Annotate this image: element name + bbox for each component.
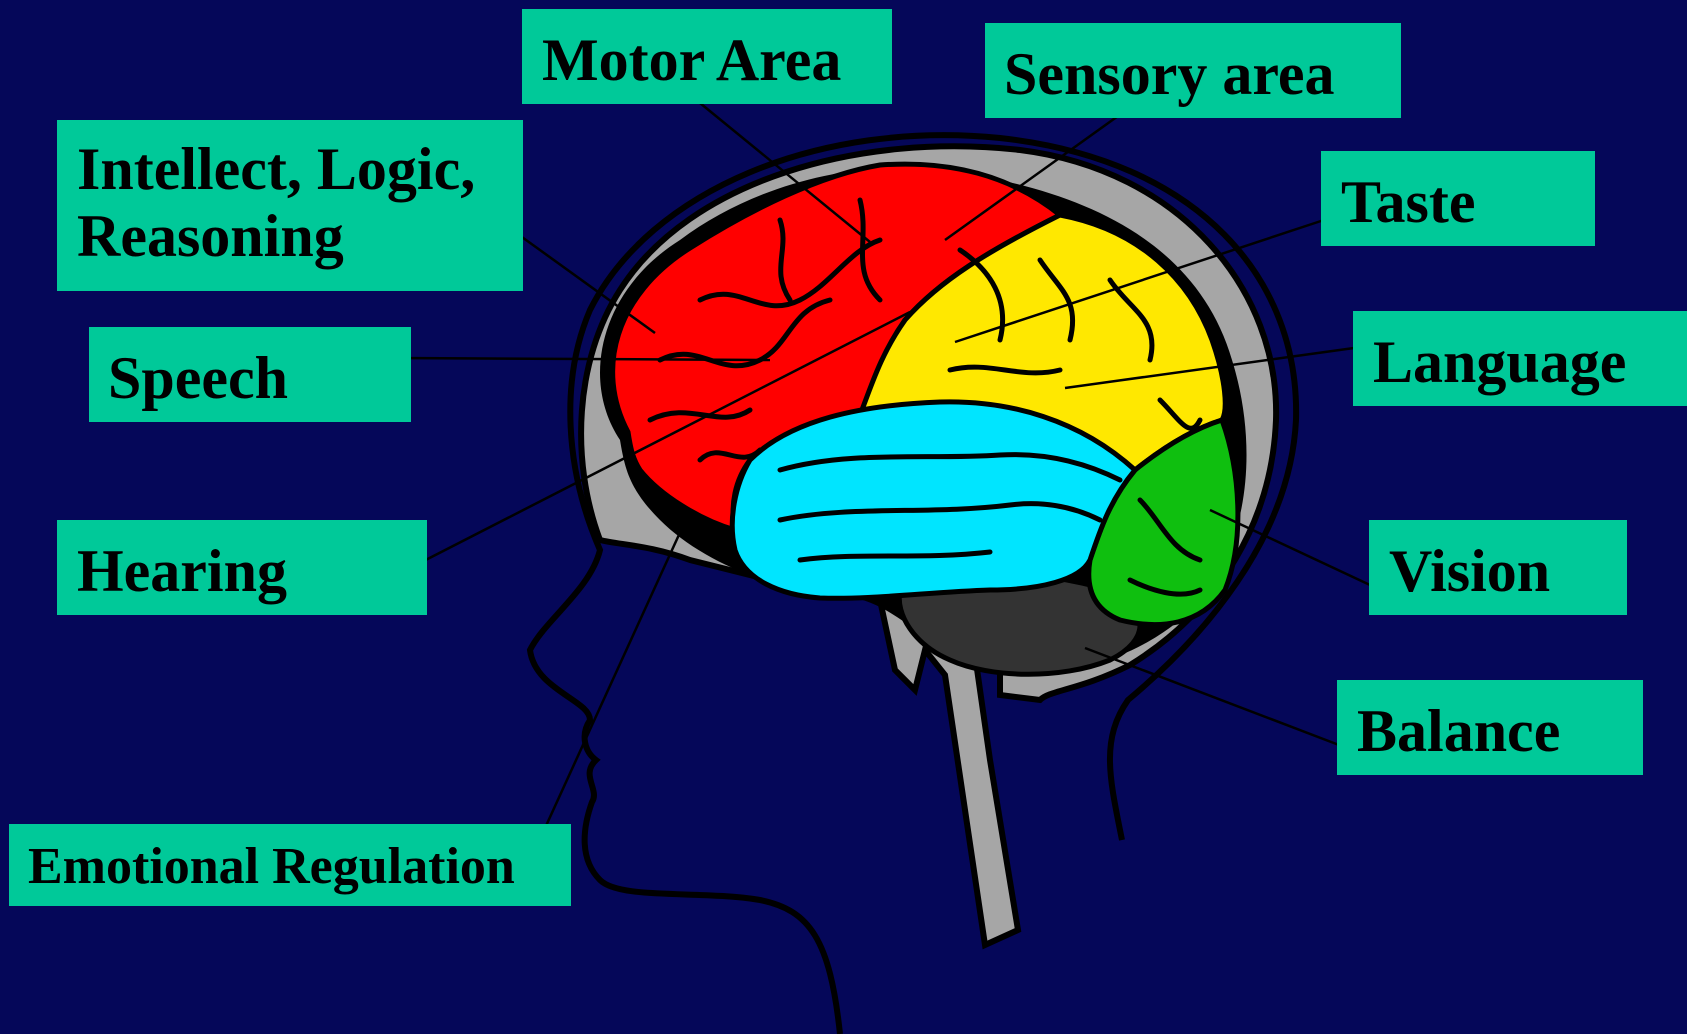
hearing-text: Hearing xyxy=(77,538,287,604)
label-motor-area: Motor Area xyxy=(522,9,892,104)
motor-area-text: Motor Area xyxy=(542,27,841,93)
sensory-area-text: Sensory area xyxy=(1004,41,1335,107)
label-speech: Speech xyxy=(89,327,411,422)
label-taste: Taste xyxy=(1321,151,1595,246)
intellect-line1-text: Intellect, Logic, xyxy=(77,136,523,203)
label-vision: Vision xyxy=(1369,520,1627,615)
temporal-lobe xyxy=(732,402,1135,598)
emotional-regulation-text: Emotional Regulation xyxy=(28,838,515,895)
language-text: Language xyxy=(1373,329,1626,395)
label-language: Language xyxy=(1353,311,1687,406)
speech-text: Speech xyxy=(108,345,288,411)
vision-text: Vision xyxy=(1389,538,1550,604)
label-sensory-area: Sensory area xyxy=(985,23,1401,118)
taste-text: Taste xyxy=(1341,169,1475,235)
label-intellect-logic-reasoning: Intellect, Logic, Reasoning xyxy=(57,120,523,291)
label-hearing: Hearing xyxy=(57,520,427,615)
intellect-line2-text: Reasoning xyxy=(77,203,523,270)
label-balance: Balance xyxy=(1337,680,1643,775)
label-emotional-regulation: Emotional Regulation xyxy=(9,824,571,906)
balance-text: Balance xyxy=(1357,698,1560,764)
